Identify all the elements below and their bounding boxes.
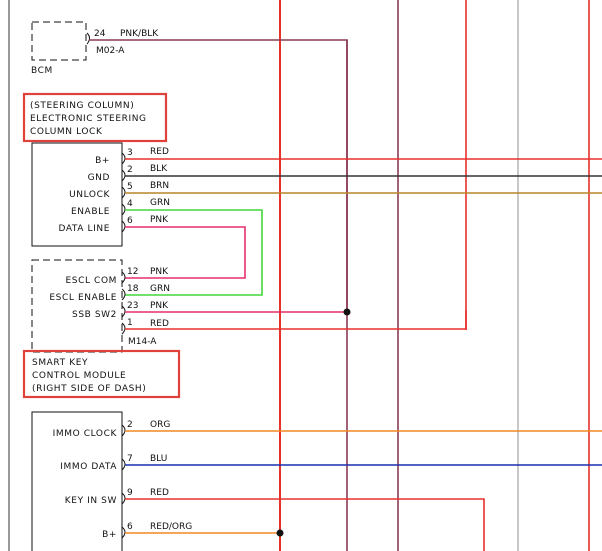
escl-pin-number: 2 (127, 165, 133, 175)
immo-pin-label-key-in-sw: KEY IN SW (65, 496, 117, 506)
escl-pin-number: 3 (127, 148, 133, 158)
skcm-pin-label-escl-com: ESCL COM (66, 276, 118, 286)
escl-pin-number: 5 (127, 182, 133, 192)
immo-pin-label-immo-clock: IMMO CLOCK (53, 429, 118, 439)
escl-title-line-2: ELECTRONIC STEERING (30, 114, 147, 124)
bcm-label: BCM (31, 66, 53, 76)
immo-module-box (31, 411, 123, 551)
skcm-pin-bracket (121, 271, 126, 284)
escl-title-highlight (22, 92, 168, 143)
skcm-title-line-1: SMART KEY (32, 358, 88, 368)
skcm-pin-label-ssb-sw2: SSB SW2 (72, 310, 117, 320)
escl-pin-number: 4 (127, 199, 133, 209)
skcm-module-box (31, 259, 123, 353)
skcm-pin-label-escl-enable: ESCL ENABLE (49, 293, 117, 303)
skcm-wire-color: PNK (150, 301, 169, 311)
escl-pin-label-gnd: GND (88, 173, 110, 183)
skcm-pin-number: 23 (127, 301, 138, 311)
immo-wire-color: RED (150, 488, 169, 498)
wire-immo-key-in-sw-red (125, 498, 485, 551)
skcm-wire-color: GRN (150, 284, 170, 294)
skcm-title-line-2: CONTROL MODULE (32, 371, 126, 381)
escl-pin-label-b-plus: B+ (95, 156, 110, 166)
immo-pin-number: 6 (127, 522, 133, 532)
escl-wire-color: BLK (150, 164, 168, 174)
wire-escl-enable-grn (125, 209, 263, 296)
bcm-pin-bracket (86, 32, 90, 45)
immo-pin-number: 9 (127, 488, 133, 498)
skcm-wire-color: PNK (150, 267, 169, 277)
bcm-wire-color: PNK/BLK (120, 29, 159, 39)
immo-wire-color: RED/ORG (150, 522, 192, 532)
escl-title-line-1: (STEERING COLUMN) (30, 101, 134, 111)
escl-wire-color: GRN (150, 198, 170, 208)
immo-wire-color: ORG (150, 420, 170, 430)
skcm-wire-color: RED (150, 319, 169, 329)
wire-escl-data-line-pnk (125, 226, 246, 279)
skcm-pin-number: 18 (127, 284, 139, 294)
escl-wire-color: PNK (150, 215, 169, 225)
escl-wire-color: RED (150, 147, 169, 157)
immo-wire-color: BLU (150, 454, 167, 464)
escl-pin-number: 6 (127, 216, 133, 226)
skcm-title-highlight (22, 349, 181, 399)
skcm-pin-number: 1 (127, 318, 133, 328)
immo-pin-number: 7 (127, 454, 133, 464)
escl-title-line-3: COLUMN LOCK (30, 127, 103, 137)
splice-dot-b-plus (276, 529, 284, 537)
escl-pin-label-enable: ENABLE (71, 207, 110, 217)
escl-pin-label-unlock: UNLOCK (69, 190, 110, 200)
bcm-connector: M02-A (96, 46, 125, 56)
escl-pin-label-data-line: DATA LINE (58, 224, 110, 234)
immo-pin-label-immo-data: IMMO DATA (60, 462, 117, 472)
skcm-pin-number: 12 (127, 267, 138, 277)
immo-pin-number: 2 (127, 420, 133, 430)
skcm-connector: M14-A (128, 337, 157, 347)
splice-dot-ssb (343, 308, 351, 316)
bcm-pin-number: 24 (94, 29, 106, 39)
bcm-box (31, 21, 87, 61)
wire-bcm-pnk-blk (89, 39, 348, 312)
wire-skcm-pin1-red (125, 310, 467, 330)
skcm-pin-bracket (121, 288, 126, 301)
escl-wire-color: BRN (150, 181, 169, 191)
immo-pin-label-b-plus: B+ (102, 530, 117, 540)
escl-module-box (31, 142, 123, 247)
skcm-title-line-3: (RIGHT SIDE OF DASH) (32, 384, 146, 394)
